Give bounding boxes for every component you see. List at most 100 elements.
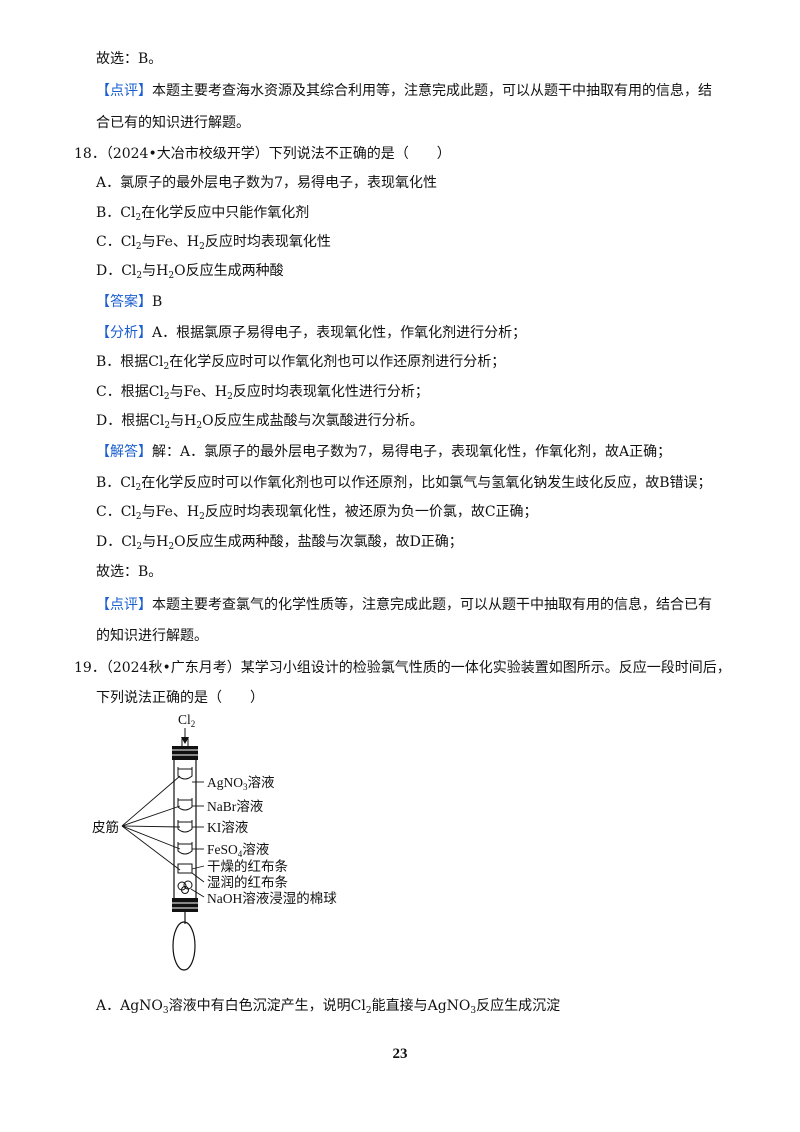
cup-agno3 bbox=[177, 767, 193, 780]
text-line: D．Cl2与H2O反应生成两种酸 bbox=[96, 262, 284, 281]
cup-nabr bbox=[177, 798, 193, 811]
line-text: C．Cl bbox=[96, 504, 136, 520]
line-text: A．根据氯原子易得电子，表现氧化性，作氧化剂进行分析； bbox=[152, 325, 527, 341]
text-line: 【答案】B bbox=[96, 293, 162, 311]
line-text: 19．（2024秋•广东月考）某学习小组设计的检验氯气性质的一体化实验装置如图所… bbox=[74, 660, 731, 676]
line-text: 反应时均表现氧化性进行分析； bbox=[232, 384, 429, 400]
apparatus-diagram: Cl2 皮筋 AgNO3溶 bbox=[92, 712, 337, 971]
text-line: C．Cl2与Fe、H2反应时均表现氧化性 bbox=[96, 233, 331, 252]
subscript: 2 bbox=[227, 392, 233, 402]
cup-ki bbox=[177, 820, 193, 833]
subscript: 2 bbox=[135, 213, 142, 223]
subscript: 2 bbox=[163, 392, 170, 402]
line-text: 反应时均表现氧化性 bbox=[204, 234, 331, 250]
label-dry-strip: 干燥的红布条 bbox=[207, 858, 288, 874]
label-wet-strip: 湿润的红布条 bbox=[207, 874, 288, 890]
text-line: A．氯原子的最外层电子数为7，易得电子，表现氧化性 bbox=[96, 174, 437, 192]
label-naoh-cotton: NaOH溶液浸湿的棉球 bbox=[207, 891, 337, 906]
line-text: C．Cl bbox=[96, 234, 136, 250]
subscript: 2 bbox=[136, 542, 143, 552]
line-text: A．氯原子的最外层电子数为7，易得电子，表现氧化性 bbox=[96, 175, 438, 191]
text-line: 【点评】本题主要考查氯气的化学性质等，注意完成此题，可以从题干中抽取有用的信息，… bbox=[96, 596, 712, 614]
section-tag: 【点评】 bbox=[96, 597, 152, 613]
text-line: 【解答】解：A．氯原子的最外层电子数为7，易得电子，表现氧化性，作氧化剂，故A正… bbox=[96, 443, 671, 461]
line-text: 解：A．氯原子的最外层电子数为7，易得电子，表现氧化性，作氧化剂，故A正确； bbox=[152, 444, 672, 460]
text-line: B．根据Cl2在化学反应时可以作氧化剂也可以作还原剂进行分析； bbox=[96, 353, 506, 372]
label-ki: KI溶液 bbox=[207, 820, 249, 835]
line-text: 与H bbox=[142, 534, 169, 550]
cup-feso4 bbox=[177, 842, 193, 855]
line-text: 本题主要考查氯气的化学性质等，注意完成此题，可以从题干中抽取有用的信息，结合已有 bbox=[152, 597, 712, 613]
subscript: 2 bbox=[135, 483, 142, 493]
text-line: D．Cl2与H2O反应生成两种酸，盐酸与次氯酸，故D正确； bbox=[96, 533, 463, 552]
line-text: B bbox=[152, 294, 163, 310]
line-text: 合已有的知识进行解题。 bbox=[96, 115, 250, 131]
section-tag: 【答案】 bbox=[96, 294, 152, 310]
top-stopper bbox=[172, 746, 198, 760]
line-text: 在化学反应中只能作氧化剂 bbox=[141, 205, 310, 221]
line-text: B．Cl bbox=[96, 205, 136, 221]
text-line: A．AgNO3溶液中有白色沉淀产生，说明Cl2能直接与AgNO3反应生成沉淀 bbox=[96, 997, 560, 1016]
line-text: O反应生成两种酸，盐酸与次氯酸，故D正确； bbox=[174, 534, 463, 550]
question-stem: 19．（2024秋•广东月考）某学习小组设计的检验氯气性质的一体化实验装置如图所… bbox=[74, 659, 731, 677]
cotton-ball bbox=[177, 880, 193, 894]
subscript: 2 bbox=[136, 271, 143, 281]
subscript: 2 bbox=[168, 542, 175, 552]
subscript: 2 bbox=[164, 421, 171, 431]
subscript: 2 bbox=[135, 242, 142, 252]
dry-strip-holder bbox=[177, 863, 193, 874]
label-leaders bbox=[190, 781, 205, 898]
text-line: 的知识进行解题。 bbox=[96, 627, 208, 645]
line-text: 与Fe、H bbox=[169, 384, 228, 400]
text-line: D．根据Cl2与H2O反应生成盐酸与次氯酸进行分析。 bbox=[96, 412, 424, 431]
line-text: 18．（2024•大冶市校级开学）下列说法不正确的是（ ） bbox=[74, 146, 451, 162]
line-text: C．根据Cl bbox=[96, 384, 164, 400]
line-text: D．Cl bbox=[96, 263, 137, 279]
text-line: 故选：B。 bbox=[96, 50, 162, 68]
page-number: 23 bbox=[392, 1046, 408, 1062]
section-tag: 【解答】 bbox=[96, 444, 152, 460]
line-text: 在化学反应时可以作氧化剂也可以作还原剂，比如氯气与氢氧化钠发生歧化反应，故B错误… bbox=[141, 475, 712, 491]
label-nabr: NaBr溶液 bbox=[207, 799, 264, 814]
section-tag: 【点评】 bbox=[96, 83, 152, 99]
section-tag: 【分析】 bbox=[96, 325, 152, 341]
line-text: 与H bbox=[142, 263, 169, 279]
line-text: 与Fe、H bbox=[141, 234, 200, 250]
line-text: 本题主要考查海水资源及其综合利用等，注意完成此题，可以从题干中抽取有用的信息，结 bbox=[152, 83, 712, 99]
line-text: 故选：B。 bbox=[96, 564, 163, 580]
text-line: C．根据Cl2与Fe、H2反应时均表现氧化性进行分析； bbox=[96, 383, 429, 402]
text-line: B．Cl2在化学反应中只能作氧化剂 bbox=[96, 204, 310, 223]
subscript: 2 bbox=[196, 421, 203, 431]
line-text: B．根据Cl bbox=[96, 354, 164, 370]
text-line: B．Cl2在化学反应时可以作氧化剂也可以作还原剂，比如氯气与氢氧化钠发生歧化反应… bbox=[96, 474, 712, 493]
line-text: 下列说法正确的是（ ） bbox=[96, 690, 264, 706]
line-text: 的知识进行解题。 bbox=[96, 628, 208, 644]
text-line: C．Cl2与Fe、H2反应时均表现氧化性，被还原为负一价氯，故C正确； bbox=[96, 503, 538, 522]
subscript: 2 bbox=[199, 512, 205, 522]
line-text: 在化学反应时可以作氧化剂也可以作还原剂进行分析； bbox=[169, 354, 506, 370]
subscript: 2 bbox=[168, 271, 175, 281]
line-text: A．AgNO bbox=[96, 998, 163, 1014]
line-text: 溶液中有白色沉淀产生，说明Cl bbox=[168, 998, 366, 1014]
line-text: O反应生成两种酸 bbox=[174, 263, 284, 279]
label-feso4: FeSO4溶液 bbox=[207, 842, 270, 859]
cl2-gas-label: Cl2 bbox=[178, 712, 195, 729]
text-line: 合已有的知识进行解题。 bbox=[96, 114, 250, 132]
rubber-band-label: 皮筋 bbox=[92, 819, 119, 835]
subscript: 2 bbox=[365, 1006, 372, 1016]
line-text: 与Fe、H bbox=[141, 504, 200, 520]
band-lines bbox=[121, 775, 181, 871]
line-text: O反应生成盐酸与次氯酸进行分析。 bbox=[202, 413, 424, 429]
line-text: 与H bbox=[170, 413, 197, 429]
line-text: B．Cl bbox=[96, 475, 136, 491]
rubber-bulb bbox=[172, 921, 196, 971]
line-text: D．Cl bbox=[96, 534, 137, 550]
text-line: 【点评】本题主要考查海水资源及其综合利用等，注意完成此题，可以从题干中抽取有用的… bbox=[96, 82, 712, 100]
question-stem: 18．（2024•大冶市校级开学）下列说法不正确的是（ ） bbox=[74, 145, 451, 163]
bottom-stopper bbox=[172, 898, 198, 912]
text-line: 【分析】A．根据氯原子易得电子，表现氧化性，作氧化剂进行分析； bbox=[96, 324, 526, 342]
subscript: 3 bbox=[162, 1006, 169, 1016]
text-line: 下列说法正确的是（ ） bbox=[96, 689, 264, 707]
line-text: 反应时均表现氧化性，被还原为负一价氯，故C正确； bbox=[204, 504, 538, 520]
subscript: 3 bbox=[470, 1006, 477, 1016]
